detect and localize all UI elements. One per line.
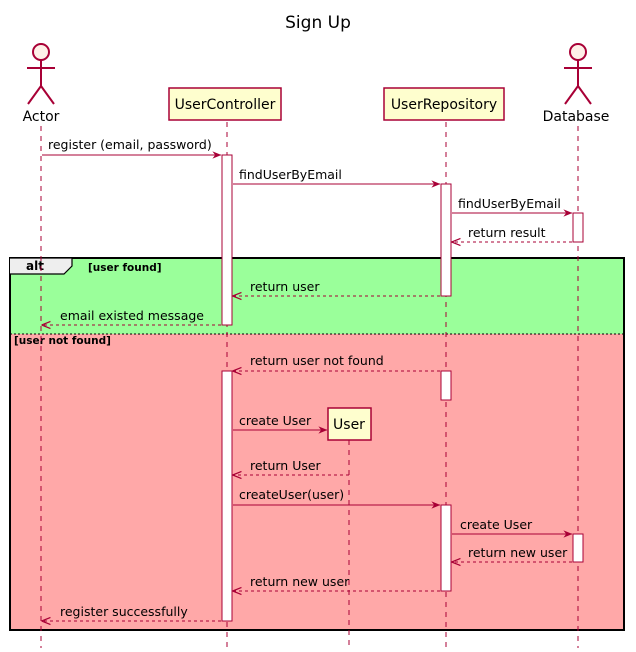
participant-label-userrepository: UserRepository (391, 97, 497, 113)
message-label-return-user-object: return User (250, 458, 322, 473)
actor-figure-icon (27, 43, 55, 105)
message-label-return-new-user-db: return new user (468, 545, 568, 560)
message-label-find-user-1: findUserByEmail (239, 167, 342, 182)
participant-label-usercontroller: UserController (175, 97, 276, 113)
participant-label-actor: Actor (23, 109, 60, 125)
alt-fragment: alt [user found] [user not found] (9, 257, 625, 631)
actor-figure-icon (564, 43, 592, 105)
participant-box-user (327, 407, 372, 441)
message-label-return-new-user: return new user (250, 574, 350, 589)
message-label-create-user-db: create User (460, 517, 533, 532)
message-label-return-user: return user (250, 279, 320, 294)
participant-actor: Actor (23, 43, 60, 125)
participant-label-database: Database (543, 109, 610, 125)
message-label-return-result: return result (468, 225, 546, 240)
activation-controller-2 (221, 370, 233, 622)
participant-userrepository: UserRepository (383, 87, 505, 121)
alt-frame (9, 257, 625, 631)
diagram-title: Sign Up (285, 13, 351, 33)
message-label-find-user-2: findUserByEmail (458, 196, 561, 211)
message-label-register-successfully: register successfully (60, 604, 188, 619)
guard-user-found: [user found] (88, 262, 162, 274)
activation-repository-1 (440, 183, 452, 297)
message-label-create-user-object: create User (239, 413, 312, 428)
participant-user: User (327, 407, 372, 441)
message-label-return-user-not-found: return user not found (250, 353, 384, 368)
activation-controller-1 (221, 154, 233, 326)
activation-database-1 (572, 212, 584, 243)
activation-repository-3 (440, 504, 452, 592)
messages: register (email, password) findUserByEma… (42, 137, 573, 621)
participant-database: Database (543, 43, 610, 125)
participant-box-userrepository (383, 87, 505, 121)
guard-user-not-found: [user not found] (14, 335, 111, 347)
alt-keyword: alt (26, 259, 44, 273)
participant-label-user: User (333, 417, 365, 433)
participant-usercontroller: UserController (168, 87, 282, 121)
message-label-email-existed: email existed message (60, 308, 204, 323)
message-label-create-user-call: createUser(user) (239, 487, 344, 502)
message-label-register: register (email, password) (48, 137, 212, 152)
branch-user-not-found (10, 334, 624, 630)
activation-database-2 (572, 533, 584, 563)
activations (221, 154, 584, 622)
activation-repository-2 (440, 370, 452, 401)
participant-box-usercontroller (168, 87, 282, 121)
